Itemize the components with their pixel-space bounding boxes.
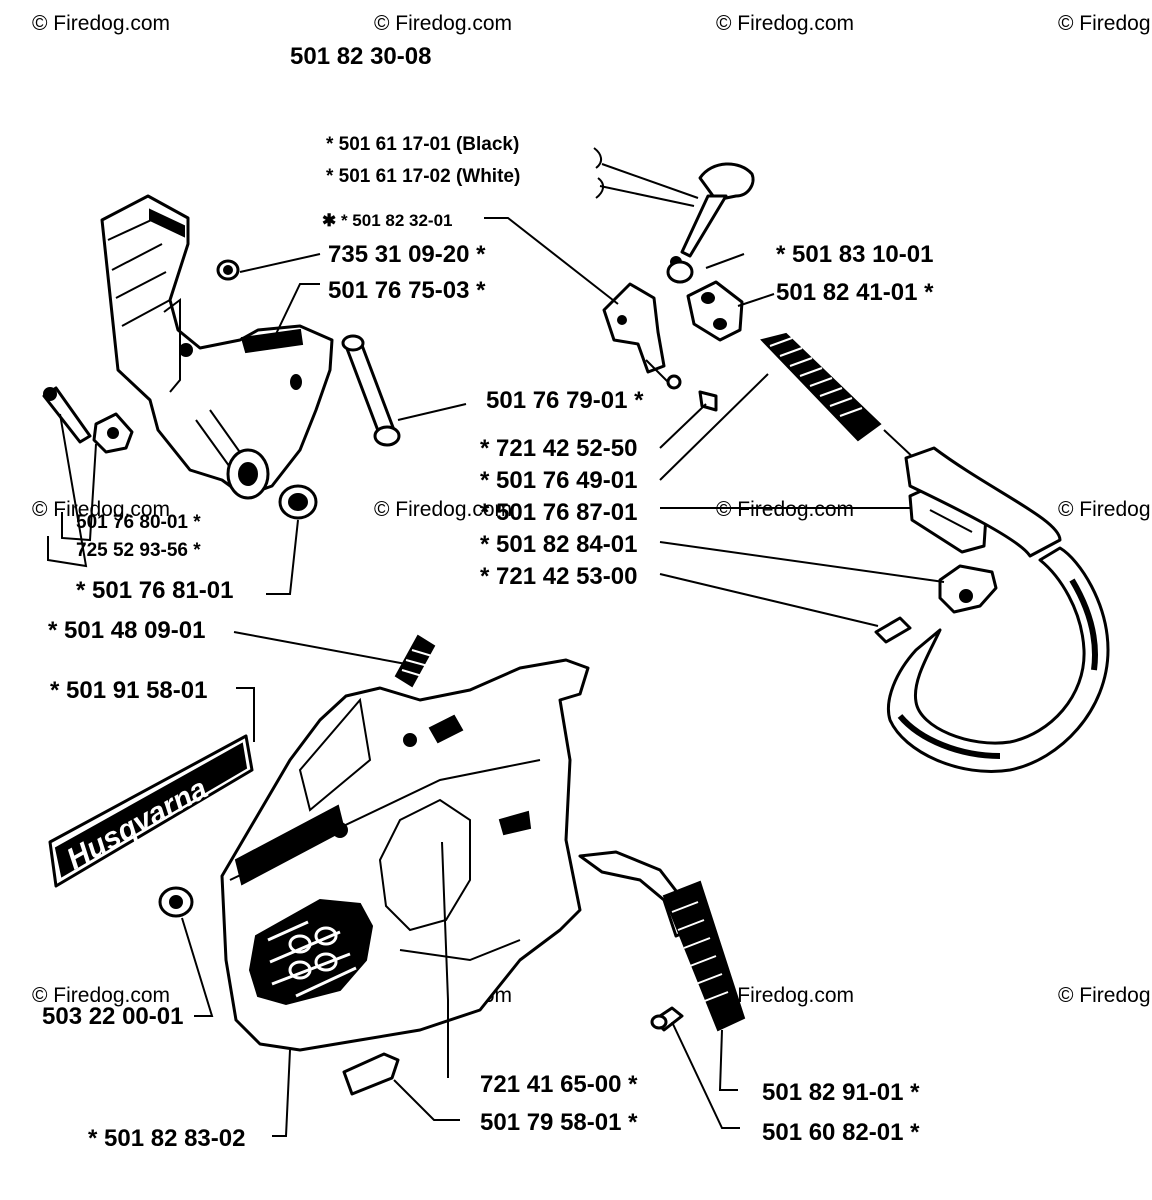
main-spring (760, 332, 917, 461)
part-label: * 501 61 17-01 (Black) (326, 134, 519, 155)
chain-brake-handle (100, 194, 334, 500)
part-label: * 721 42 53-00 (480, 563, 637, 590)
part-label: 503 22 00-01 (42, 1003, 183, 1030)
part-label: 501 82 41-01 * (776, 279, 934, 306)
part-label: 501 60 82-01 * (762, 1119, 920, 1146)
watermark: © Firedog.com (1058, 984, 1152, 1007)
link-pin (874, 616, 912, 644)
part-label: * 501 76 49-01 (480, 467, 637, 494)
part-label: * 501 83 10-01 (776, 241, 933, 268)
pin-top (666, 260, 694, 284)
part-label: * 501 61 17-02 (White) (326, 166, 520, 187)
part-label: * 501 76 81-01 (76, 577, 233, 604)
watermark: © Firedog.com (716, 498, 854, 521)
part-label: ✱ * 501 82 32-01 (322, 211, 453, 230)
part-label: 735 31 09-20 * (328, 241, 486, 268)
watermark: © Firedog.com (32, 12, 170, 35)
part-label: * 501 48 09-01 (48, 617, 205, 644)
watermark: © Firedog.com (374, 12, 512, 35)
part-label: 721 41 65-00 * (480, 1071, 638, 1098)
small-spring-upper (394, 634, 436, 688)
brake-band (886, 446, 1110, 773)
small-nut-top (216, 259, 240, 281)
knob (670, 162, 755, 268)
assembly-number: 501 82 30-08 (290, 43, 431, 70)
watermark: © Firedog.com (716, 12, 854, 35)
screw-left (42, 386, 92, 444)
part-label: 501 79 58-01 * (480, 1109, 638, 1136)
part-label: 501 76 75-03 * (328, 277, 486, 304)
watermark: © Firedog.com (1058, 12, 1152, 35)
part-label: * 501 82 83-02 (88, 1125, 245, 1152)
leader-lines (47, 147, 945, 1137)
flange-nut (158, 886, 194, 918)
watermark: © Firedog.com (32, 498, 170, 521)
watermark: © Firedog.com (32, 984, 170, 1007)
part-label: * 501 76 87-01 (480, 499, 637, 526)
part-labels: 501 82 30-08 * 501 61 17-01 (Black) * 50… (42, 43, 934, 1152)
part-label: 725 52 93-56 * (76, 540, 201, 561)
hex-nut-left (92, 412, 134, 454)
bolt-center (341, 334, 401, 447)
tension-spring (578, 850, 746, 1032)
bar-plate (342, 1052, 400, 1096)
spring-block (686, 280, 744, 342)
small-screw-lower (650, 1006, 684, 1032)
part-label: 501 82 91-01 * (762, 1079, 920, 1106)
brake-link (938, 564, 998, 614)
clutch-cover (220, 658, 590, 1052)
brand-decal: Husqvarna (48, 734, 254, 888)
part-label: * 501 91 58-01 (50, 677, 207, 704)
watermark: © Firedog.com (1058, 498, 1152, 521)
brake-lever (602, 282, 682, 390)
part-label: 501 76 80-01 * (76, 512, 201, 533)
watermark: © Firedog.com (374, 498, 512, 521)
part-label: * 501 82 84-01 (480, 531, 637, 558)
part-label: 501 76 79-01 * (486, 387, 644, 414)
part-label: * 721 42 52-50 (480, 435, 637, 462)
bushing (278, 484, 318, 520)
watermark: © Firedog.com (716, 984, 854, 1007)
